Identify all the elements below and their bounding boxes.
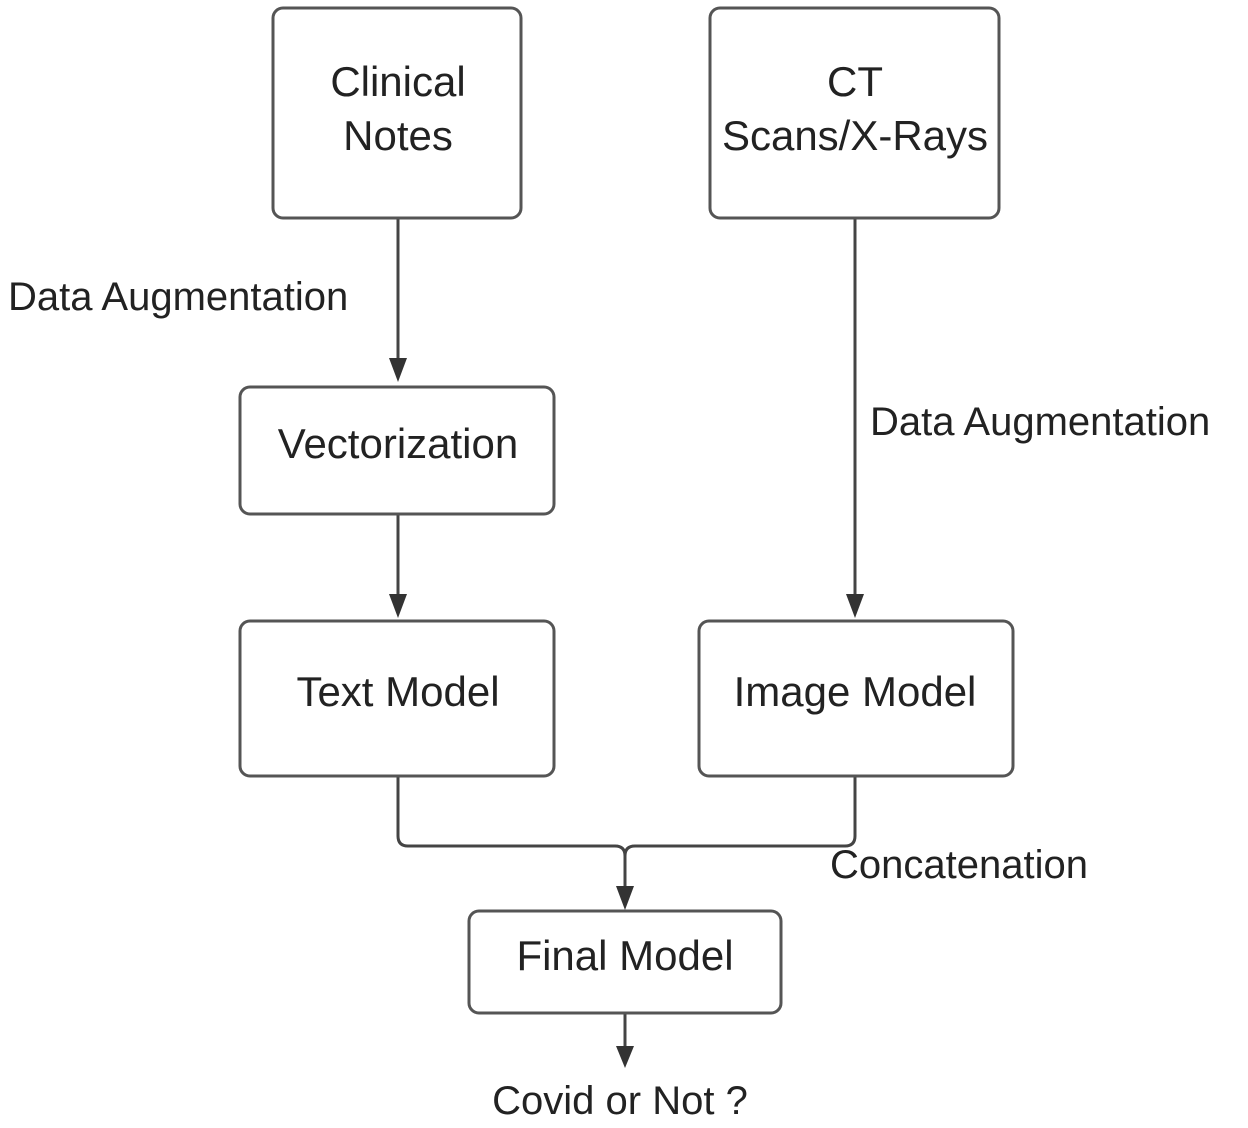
edge-label-concatenation: Concatenation <box>830 843 1088 887</box>
ct-scans-line-2: Scans/X-Rays <box>722 112 988 159</box>
text-model-label: Text Model <box>296 668 499 715</box>
node-vectorization: Vectorization <box>238 385 556 516</box>
node-clinical-notes: Clinical Notes <box>271 6 523 220</box>
edge-text-model-to-final <box>396 776 627 896</box>
node-text-model: Text Model <box>238 619 556 778</box>
edges <box>389 218 864 1068</box>
final-model-label: Final Model <box>516 932 733 979</box>
arrowhead-vectorization <box>389 358 407 382</box>
edge-label-image-augmentation: Data Augmentation <box>870 400 1210 444</box>
node-ct-scans: CT Scans/X-Rays <box>708 6 1001 220</box>
output-label: Covid or Not ? <box>492 1079 748 1123</box>
edge-label-text-augmentation: Data Augmentation <box>8 275 348 319</box>
image-model-label: Image Model <box>734 668 977 715</box>
ct-scans-line-1: CT <box>827 58 883 105</box>
vectorization-label: Vectorization <box>278 420 518 467</box>
arrowhead-image-model <box>846 594 864 618</box>
edge-image-model-to-final <box>623 776 857 857</box>
clinical-notes-line-1: Clinical <box>330 58 465 105</box>
node-image-model: Image Model <box>697 619 1015 778</box>
node-final-model: Final Model <box>467 909 783 1015</box>
arrowhead-text-model <box>389 594 407 618</box>
arrowhead-output <box>616 1046 634 1068</box>
arrowhead-final-model <box>616 886 634 910</box>
clinical-notes-line-2: Notes <box>343 112 453 159</box>
